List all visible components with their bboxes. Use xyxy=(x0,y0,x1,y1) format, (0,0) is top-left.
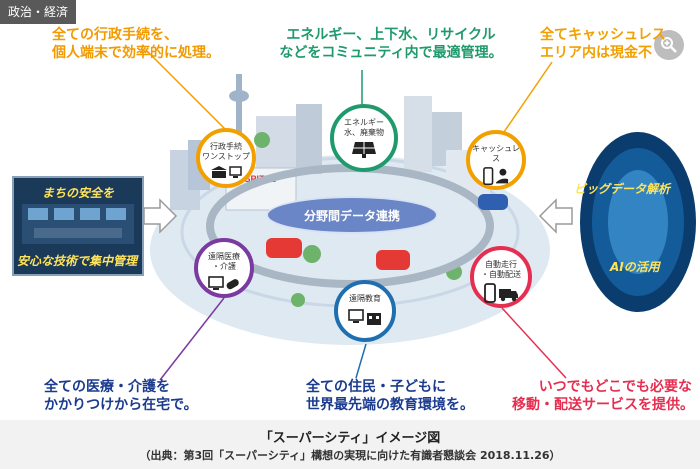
hospital-sign: HOSPITAL xyxy=(231,174,276,184)
callout-energy: エネルギー、上下水、リサイクル などをコミュニティ内で最適管理。 xyxy=(279,27,503,61)
callout-gyosei: 全ての行政手続を、 個人端末で効率的に処理。 xyxy=(52,27,220,61)
medical-badge: 遠隔医療・介護 xyxy=(194,238,254,298)
smartphone-icon xyxy=(483,167,494,186)
callout-mobility: いつでもどこでも必要な 移動・配送サービスを提供。 xyxy=(512,379,694,413)
big-data-label: ビッグデータ解析 xyxy=(574,182,671,196)
smartphone-icon xyxy=(484,283,496,303)
control-room-image xyxy=(22,204,134,244)
government-building-icon xyxy=(211,166,227,178)
pill-icon xyxy=(226,279,239,290)
mobility-badge: 自動走行・自動配送 xyxy=(470,246,532,308)
computer-icon xyxy=(229,166,242,178)
callout-cashless: 全てキャッシュレス エリア内は現金不 xyxy=(540,27,666,61)
super-city-illustration: HOSPITAL 政治・経済 全ての行政手続を、 個人端末で効率的に処理。 xyxy=(0,0,696,413)
energy-badge: エネルギー水、廃棄物 xyxy=(330,104,398,172)
data-linkage-label: 分野間データ連携 xyxy=(266,196,438,234)
education-badge: 遠隔教育 xyxy=(334,280,396,342)
computer-icon xyxy=(208,276,224,290)
safety-control-panel: まちの安全を 安心な技術で集中管理 xyxy=(12,176,144,276)
hand-coin-icon xyxy=(496,168,509,184)
cashless-badge: キャッシュレス xyxy=(466,130,526,190)
classroom-icon xyxy=(367,313,381,325)
gyosei-badge: 行政手続ワンストップ xyxy=(196,128,256,188)
zoom-in-icon[interactable] xyxy=(654,30,684,60)
caption-title: 「スーパーシティ」イメージ図 xyxy=(259,431,441,446)
caption-source: （出典：第3回「スーパーシティ」構想の実現に向けた有識者懇談会 2018.11.… xyxy=(139,449,561,462)
category-tag[interactable]: 政治・経済 xyxy=(0,0,77,24)
solar-panel-icon xyxy=(352,142,376,158)
ai-label: AIの活用 xyxy=(610,260,660,274)
city-background: HOSPITAL xyxy=(143,49,696,381)
callout-education: 全ての住民・子どもに 世界最先端の教育環境を。 xyxy=(306,379,474,413)
callout-medical: 全ての医療・介護を かかりつけから在宅で。 xyxy=(44,379,198,413)
caption-bar xyxy=(0,420,700,469)
computer-icon xyxy=(348,309,364,323)
safety-title: まちの安全を xyxy=(41,186,114,200)
safety-subtitle: 安心な技術で集中管理 xyxy=(16,254,137,268)
truck-icon xyxy=(499,289,518,302)
